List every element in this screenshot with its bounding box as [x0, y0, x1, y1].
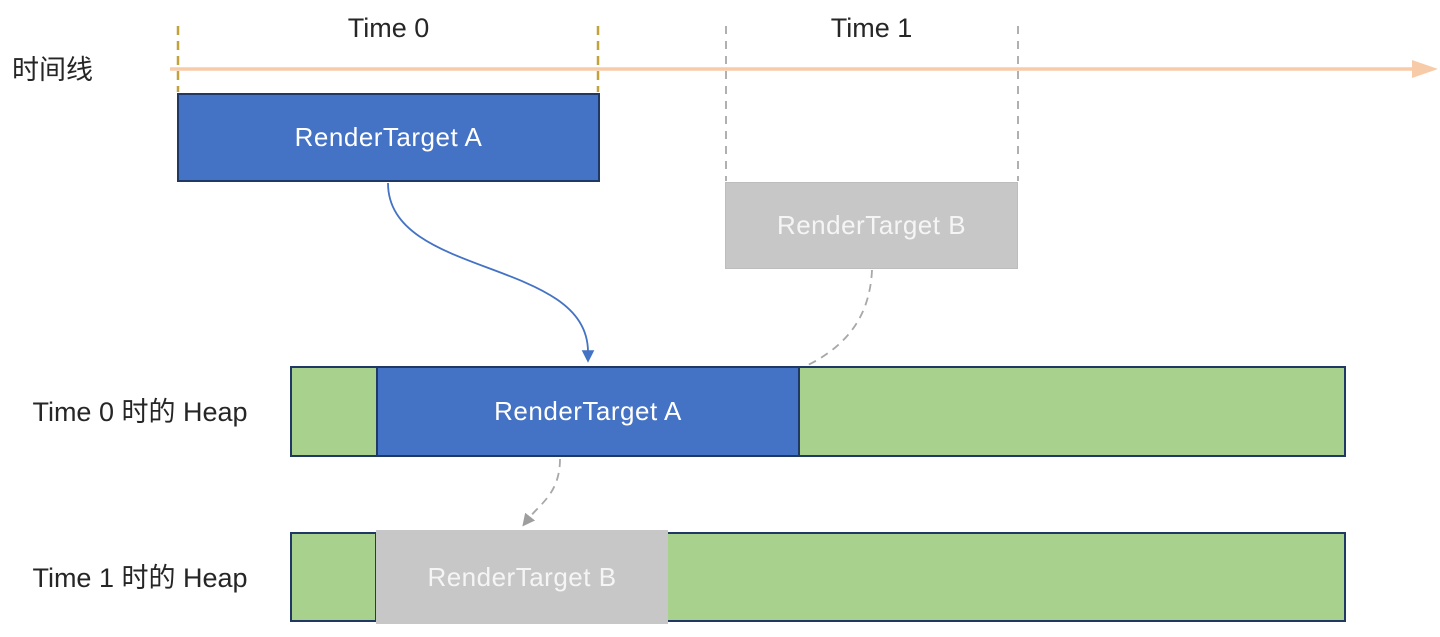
timeline-arrow — [170, 60, 1438, 78]
time0-label: Time 0 — [347, 13, 430, 43]
time1-label: Time 1 — [830, 13, 913, 43]
heap1-render-target-b-segment: RenderTarget B — [376, 530, 668, 624]
render-target-a-box: RenderTarget A — [177, 93, 600, 182]
render-target-a-box-label: RenderTarget A — [294, 122, 483, 152]
heap0-render-target-a-label: RenderTarget A — [494, 396, 682, 426]
arrow-a-to-heap0 — [387, 182, 595, 363]
dashed-heap0-to-heap1 — [522, 458, 561, 527]
render-target-b-box-label: RenderTarget B — [776, 210, 967, 240]
timeline-axis-label: 时间线 — [12, 55, 93, 85]
heap1-label: Time 1 时的 Heap — [32, 563, 248, 593]
heap0-label: Time 0 时的 Heap — [32, 397, 248, 427]
heap1-render-target-b-label: RenderTarget B — [427, 561, 617, 592]
heap0-render-target-a-segment: RenderTarget A — [376, 366, 800, 457]
dashed-b-to-heap0 — [807, 269, 873, 366]
heap0-free-segment-left — [290, 366, 378, 457]
render-target-b-box: RenderTarget B — [725, 182, 1018, 269]
heap1-free-segment-left — [290, 532, 377, 622]
